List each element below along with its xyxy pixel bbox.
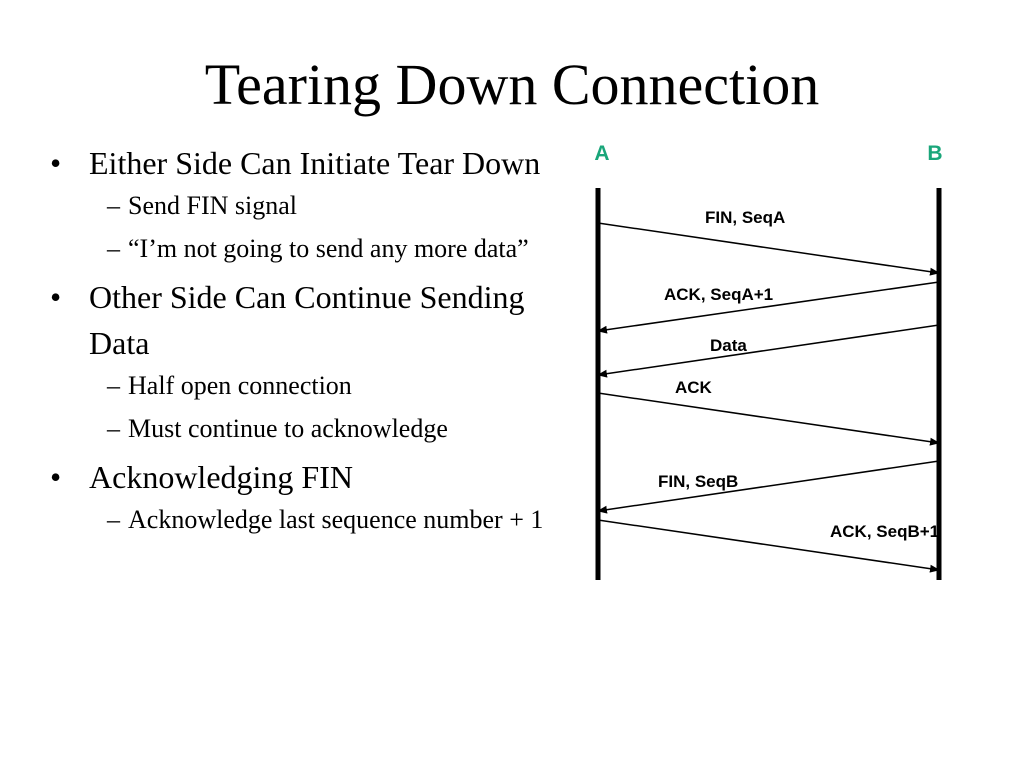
sub-text: “I’m not going to send any more data” (128, 234, 529, 263)
sub-item: – “I’m not going to send any more data” (89, 229, 570, 268)
sub-marker: – (107, 191, 120, 220)
sub-marker: – (107, 234, 120, 263)
bullet-marker: • (50, 279, 62, 315)
sub-marker: – (107, 414, 120, 443)
message-label: FIN, SeqA (705, 208, 785, 227)
message-label: ACK, SeqA+1 (664, 285, 773, 304)
bullet-item: • Either Side Can Initiate Tear Down – S… (40, 140, 570, 268)
message-arrow (597, 519, 940, 573)
bullet-item: • Acknowledging FIN – Acknowledge last s… (40, 454, 570, 539)
bullet-list: • Either Side Can Initiate Tear Down – S… (40, 140, 570, 545)
sub-text: Acknowledge last sequence number + 1 (128, 505, 544, 534)
sub-item: – Acknowledge last sequence number + 1 (89, 500, 570, 539)
message-label: ACK (675, 378, 713, 397)
message-arrow (597, 281, 940, 334)
message-arrow (597, 392, 940, 446)
sub-list: – Acknowledge last sequence number + 1 (89, 500, 570, 539)
bullet-text: Either Side Can Initiate Tear Down (89, 145, 541, 181)
party-a-label: A (594, 142, 609, 165)
sub-item: – Must continue to acknowledge (89, 409, 570, 448)
sub-text: Send FIN signal (128, 191, 297, 220)
bullet-text: Acknowledging FIN (89, 459, 353, 495)
bullet-text: Other Side Can Continue Sending Data (89, 279, 525, 361)
sub-text: Must continue to acknowledge (128, 414, 448, 443)
party-b-label: B (927, 142, 942, 165)
sub-list: – Send FIN signal – “I’m not going to se… (89, 186, 570, 268)
sub-marker: – (107, 505, 120, 534)
sub-list: – Half open connection – Must continue t… (89, 366, 570, 448)
message-arrow (597, 324, 940, 378)
message-label: FIN, SeqB (658, 472, 738, 491)
bullet-item: • Other Side Can Continue Sending Data –… (40, 274, 570, 448)
message-label: Data (710, 336, 747, 355)
sub-item: – Send FIN signal (89, 186, 570, 225)
bullet-marker: • (50, 459, 62, 495)
sub-marker: – (107, 371, 120, 400)
message-label: ACK, SeqB+1 (830, 522, 939, 541)
bullet-marker: • (50, 145, 62, 181)
message-arrow (597, 222, 940, 276)
message-arrow (597, 460, 940, 514)
sub-item: – Half open connection (89, 366, 570, 405)
slide-title: Tearing Down Connection (204, 52, 820, 117)
sub-text: Half open connection (128, 371, 352, 400)
